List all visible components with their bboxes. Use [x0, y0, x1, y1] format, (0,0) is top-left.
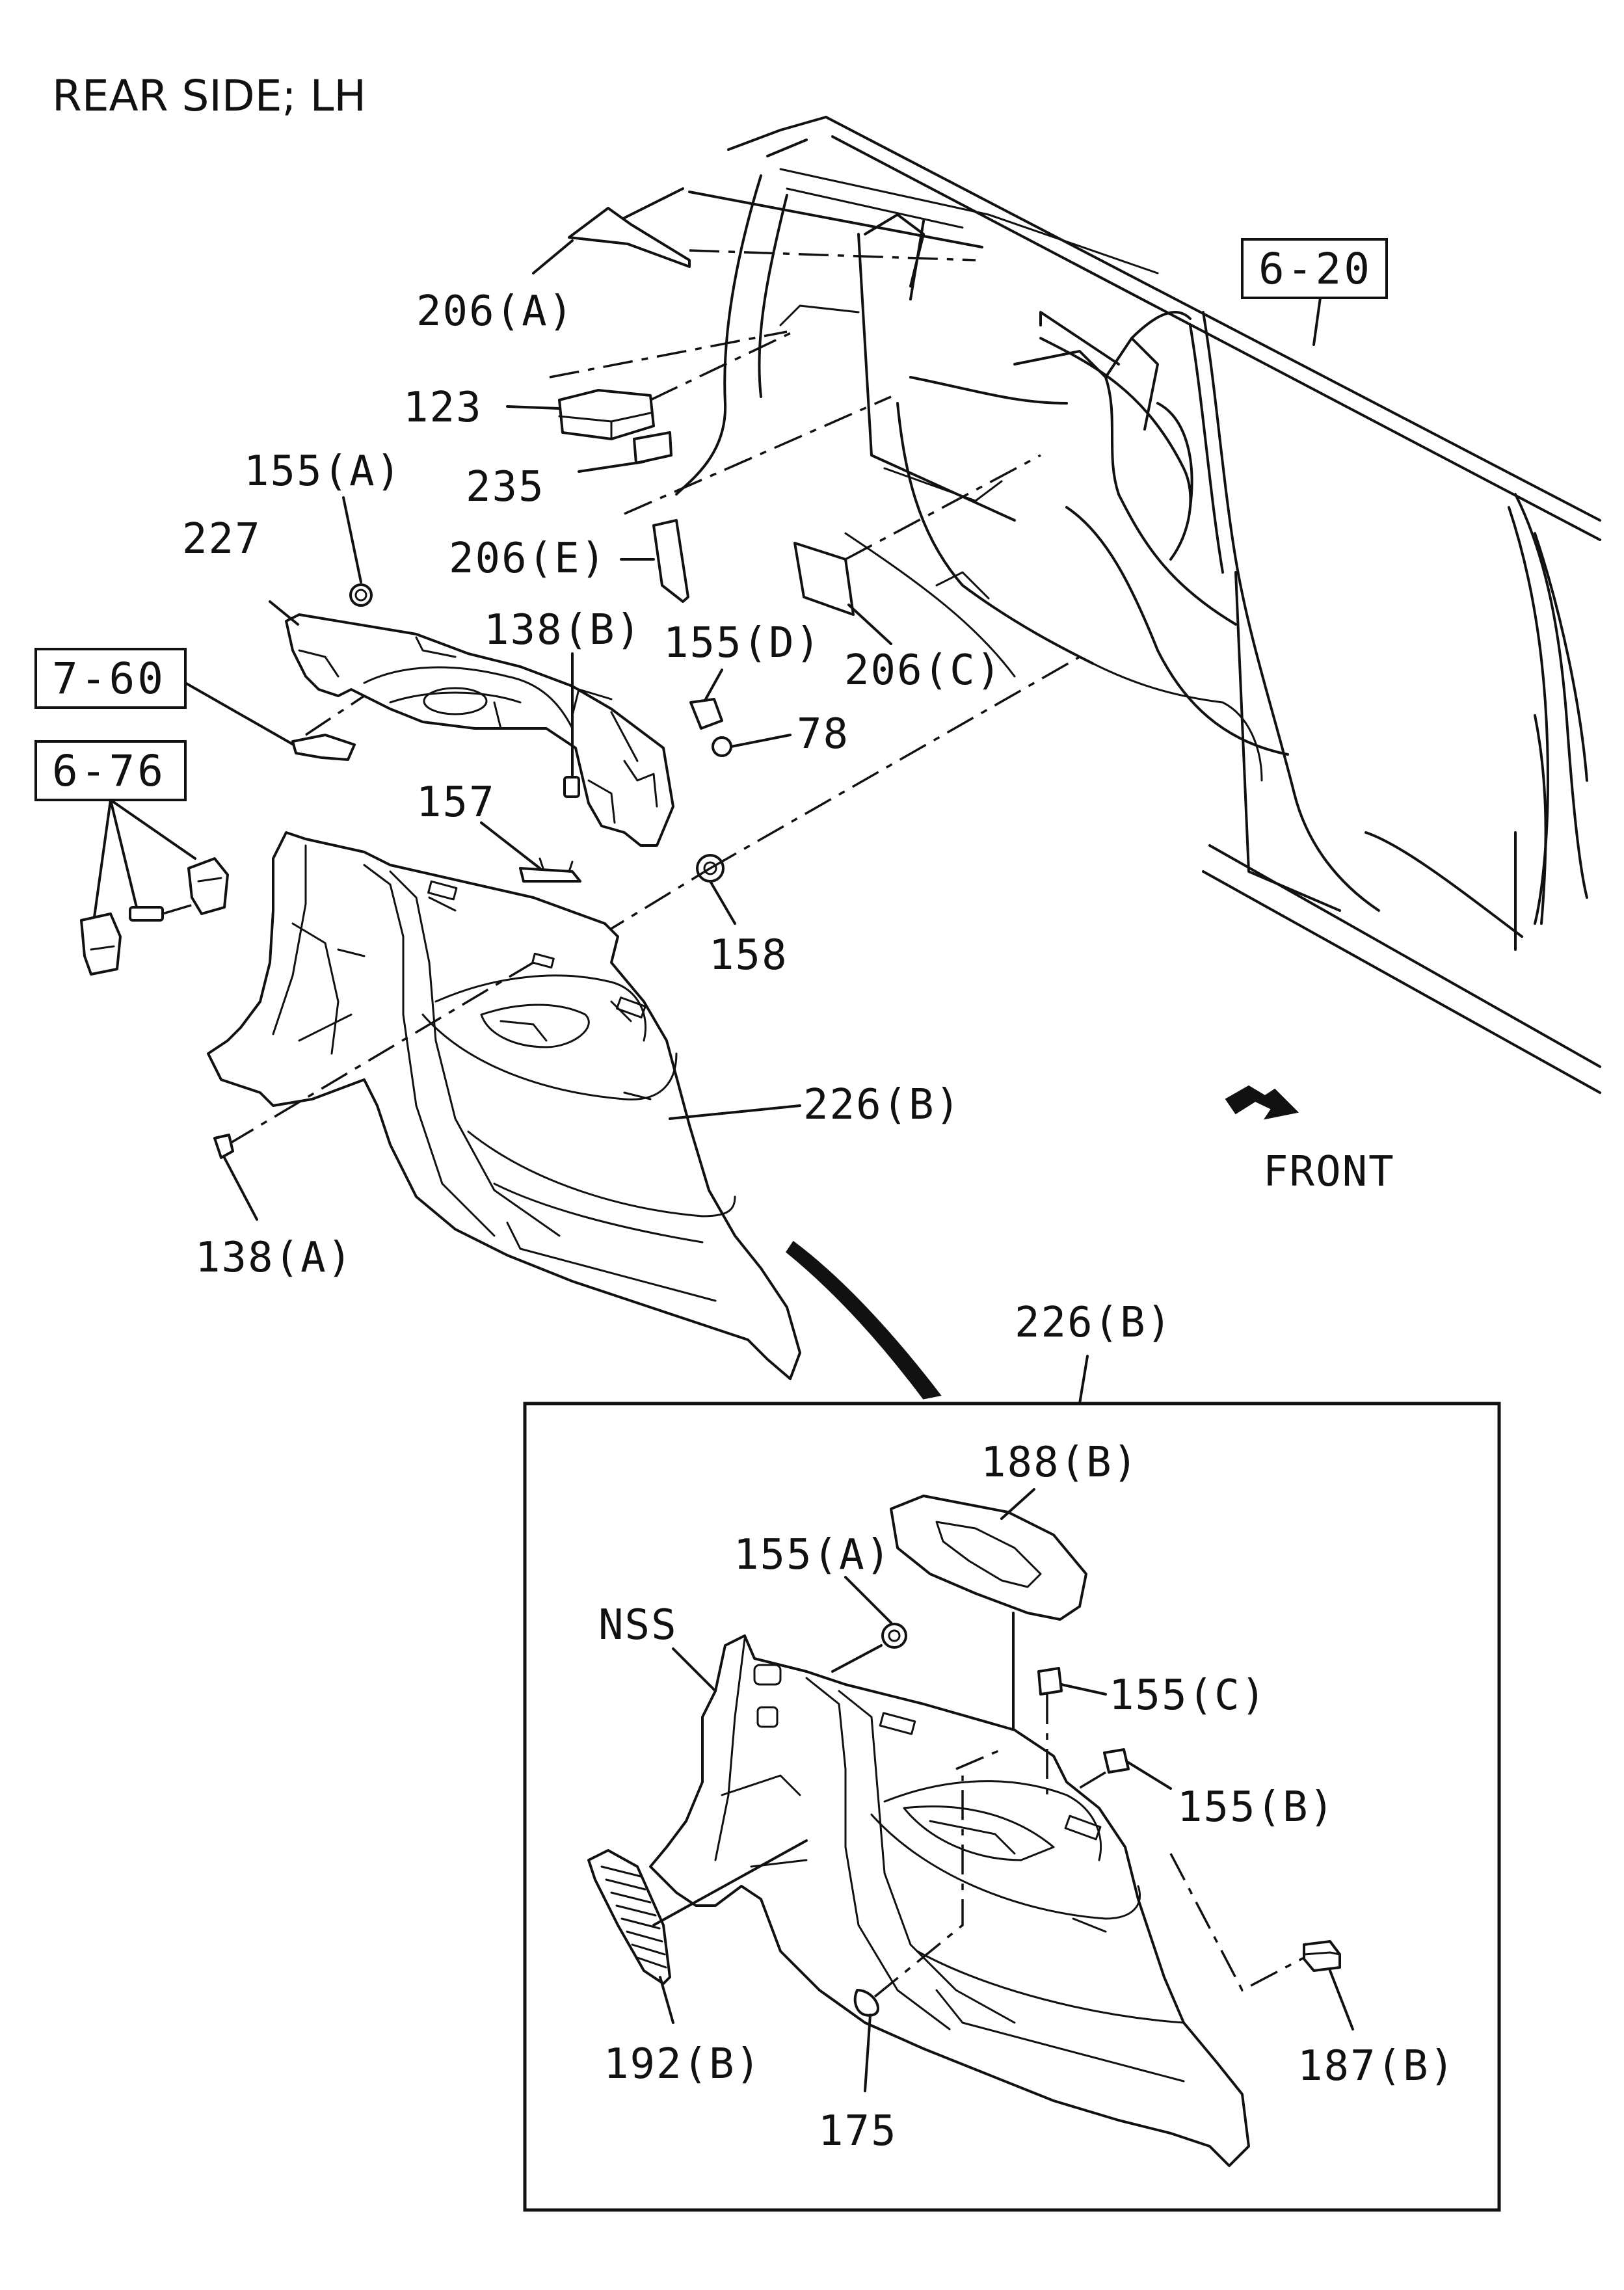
leader-187b [1329, 1969, 1354, 2030]
callout-227: 227 [182, 515, 261, 563]
part-206a-pad [568, 187, 983, 268]
part-138b-screw [563, 776, 580, 798]
page-title: REAR SIDE; LH [52, 71, 366, 121]
leader-138a [223, 1156, 258, 1221]
vehicle-body-side [675, 116, 1601, 1094]
leader-188b [1000, 1488, 1035, 1520]
callout-175: 175 [818, 2107, 898, 2155]
front-arrow-icon [1225, 1085, 1299, 1120]
part-226b-detail-panel [649, 1634, 1250, 2167]
leader-155a [342, 496, 362, 583]
part-206e-pad [624, 395, 892, 603]
guide-158 [710, 656, 1080, 870]
guide-155a-detail [831, 1644, 883, 1673]
callout-158: 158 [709, 931, 788, 979]
callout-78: 78 [797, 710, 849, 758]
leader-155d [704, 669, 723, 700]
guide-187b [1169, 1853, 1305, 1992]
leader-155c [1060, 1683, 1107, 1696]
leader-157 [480, 821, 541, 870]
part-155b-clip [1103, 1748, 1130, 1774]
part-157-clip [519, 857, 581, 883]
part-206c-pad [793, 454, 1041, 616]
detail-header: 226(B) [1015, 1299, 1173, 1347]
part-188b-handle [890, 1495, 1087, 1621]
callout-155c: 155(C) [1109, 1671, 1267, 1720]
part-7-60-hook [291, 734, 356, 761]
callout-206e: 206(E) [449, 535, 607, 583]
detail-pointer-arrow-icon [785, 1240, 942, 1400]
callout-235: 235 [466, 463, 545, 511]
part-187b-pad [1303, 1940, 1341, 1972]
callout-157: 157 [416, 779, 496, 827]
guide-175 [873, 1776, 964, 1998]
ref-box-6-20[interactable]: 6-20 [1241, 238, 1388, 346]
leader-78 [730, 734, 792, 748]
ref-7-60-label: 7-60 [52, 654, 166, 704]
leader-6-76-b [109, 799, 138, 909]
ref-6-76-label: 6-76 [52, 746, 166, 796]
callout-206a: 206(A) [416, 287, 574, 336]
leader-6-76-a [93, 799, 112, 918]
callout-187b: 187(B) [1298, 2042, 1456, 2090]
ref-6-20-label: 6-20 [1258, 244, 1372, 294]
guide-7-60 [305, 695, 365, 736]
guide-138a [227, 961, 534, 1146]
part-226b-panel [207, 831, 801, 1380]
guide-155b [1072, 1771, 1106, 1793]
part-6-76-bracket [80, 857, 229, 976]
callout-206c: 206(C) [844, 646, 1002, 695]
callout-192b: 192(B) [604, 2040, 762, 2088]
part-155a-detail-clip [881, 1623, 907, 1649]
callout-226b: 226(B) [803, 1081, 961, 1129]
guide-158-b [598, 867, 711, 938]
leader-155a-detail [844, 1576, 892, 1624]
detail-header-leader [1078, 1355, 1089, 1405]
callout-155d: 155(D) [663, 619, 821, 667]
leader-6-76-c [109, 799, 196, 860]
part-192b-grille [587, 1849, 671, 1985]
leader-206c [847, 604, 892, 645]
part-155a-clip [349, 583, 373, 607]
callout-155b: 155(B) [1177, 1783, 1335, 1831]
part-155d-clip [689, 698, 723, 730]
callout-123: 123 [403, 384, 483, 432]
guide-192b [652, 1839, 808, 1926]
leader-226b [669, 1104, 801, 1120]
callout-138b: 138(B) [484, 606, 642, 654]
part-123-block [549, 330, 794, 440]
leader-158 [709, 880, 736, 925]
part-235-tape [633, 431, 672, 464]
part-175-clip [853, 1989, 879, 2017]
part-155c-clip [1037, 1667, 1063, 1696]
ref-box-7-60[interactable]: 7-60 [34, 648, 187, 709]
leader-235 [578, 460, 645, 473]
leader-192b [659, 1976, 674, 2024]
callout-188b: 188(B) [981, 1439, 1139, 1487]
ref-box-6-76[interactable]: 6-76 [34, 740, 187, 801]
callout-138a: 138(A) [195, 1234, 353, 1282]
guide-handle [955, 1748, 1002, 1770]
leader-155b [1127, 1761, 1172, 1790]
detail-frame [523, 1402, 1501, 2212]
callout-nss: NSS [598, 1601, 678, 1649]
leader-206a [532, 239, 574, 274]
part-78-clip [712, 736, 732, 757]
part-138a-screw [213, 1134, 234, 1159]
leader-7-60 [184, 682, 300, 749]
leader-123 [506, 405, 561, 410]
part-227-garnish [285, 613, 674, 847]
leader-227 [269, 600, 299, 626]
leader-175 [864, 2014, 872, 2092]
direction-label: FRONT [1263, 1148, 1395, 1196]
callout-155a: 155(A) [244, 447, 402, 496]
callout-155a-detail: 155(A) [734, 1531, 892, 1579]
